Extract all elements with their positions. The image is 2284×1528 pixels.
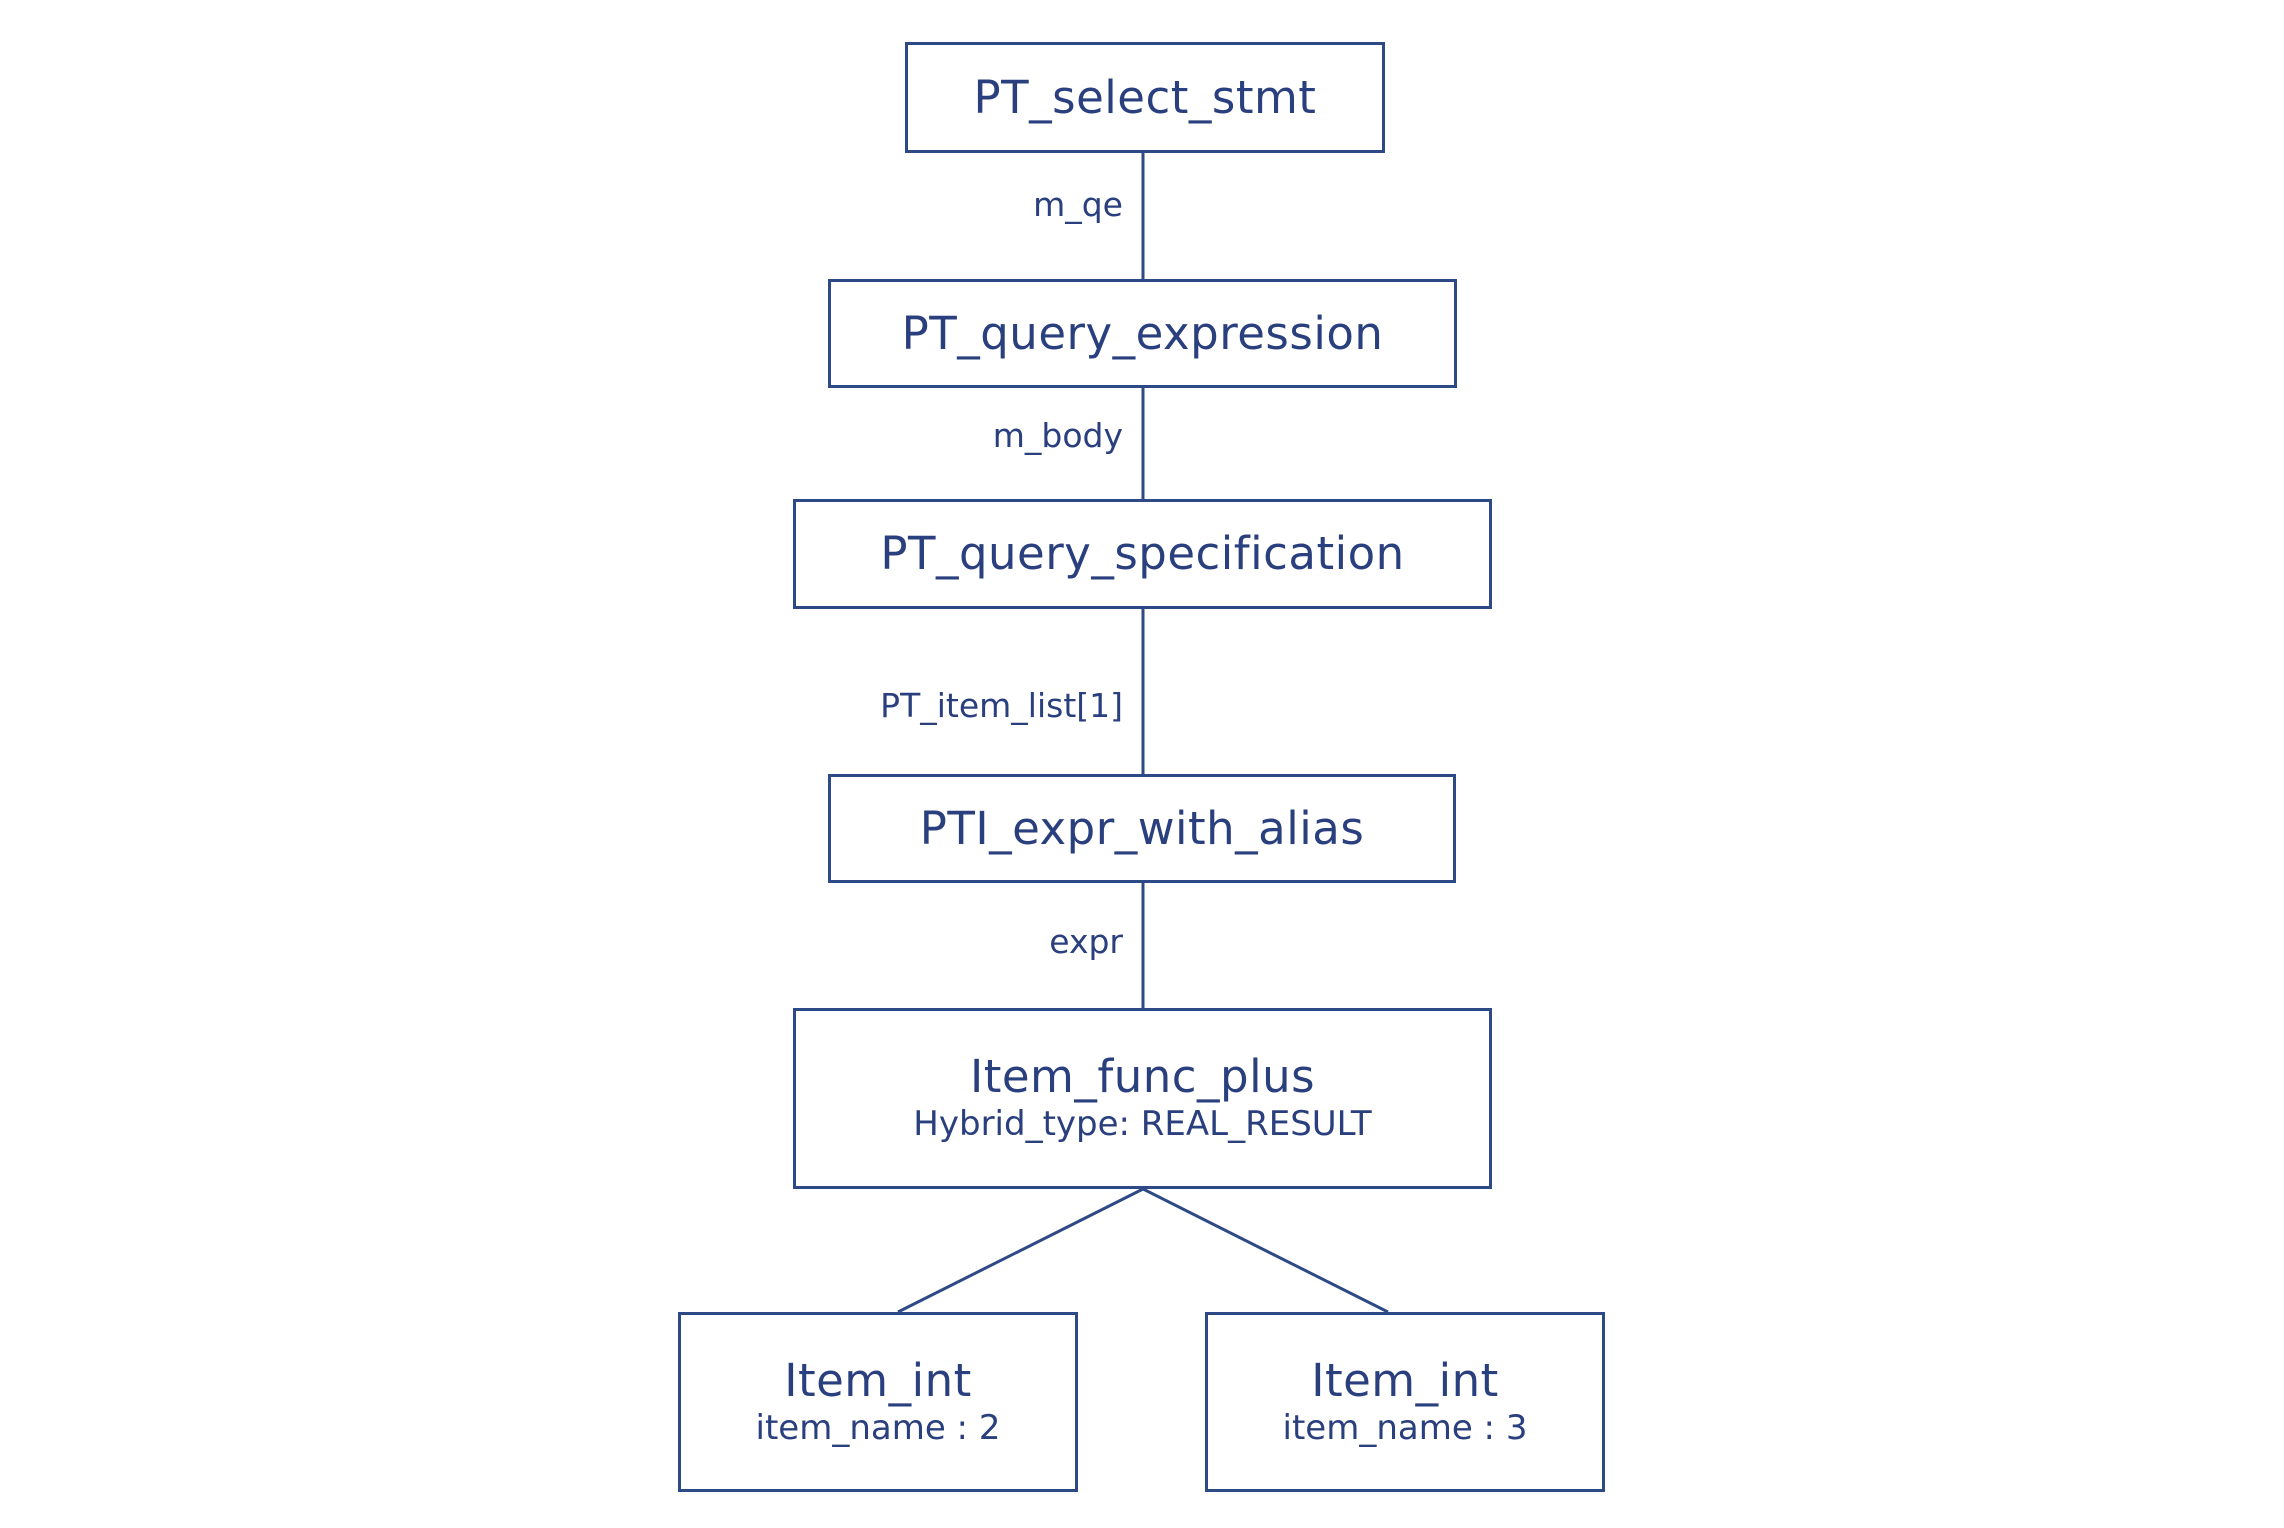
node-title: PTI_expr_with_alias	[919, 801, 1365, 855]
node-pt-select-stmt[interactable]: PT_select_stmt	[905, 42, 1385, 153]
node-title: Item_int	[784, 1353, 972, 1407]
edge-label-pt-item-list: PT_item_list[1]	[880, 686, 1123, 725]
edge-label-m-body: m_body	[992, 416, 1123, 455]
node-subtitle: item_name : 2	[755, 1407, 1001, 1448]
node-subtitle: Hybrid_type: REAL_RESULT	[913, 1104, 1372, 1145]
node-pt-query-specification[interactable]: PT_query_specification	[793, 499, 1492, 609]
node-pti-expr-with-alias[interactable]: PTI_expr_with_alias	[828, 774, 1456, 883]
edge-label-expr: expr	[1049, 922, 1123, 961]
node-title: PT_query_specification	[880, 527, 1405, 581]
node-item-func-plus[interactable]: Item_func_plus Hybrid_type: REAL_RESULT	[793, 1008, 1492, 1189]
node-pt-query-expression[interactable]: PT_query_expression	[828, 279, 1457, 388]
node-item-int-left[interactable]: Item_int item_name : 2	[678, 1312, 1078, 1492]
node-title: PT_select_stmt	[973, 70, 1317, 124]
node-item-int-right[interactable]: Item_int item_name : 3	[1205, 1312, 1605, 1492]
node-title: PT_query_expression	[901, 306, 1384, 360]
node-title: Item_int	[1311, 1353, 1499, 1407]
node-subtitle: item_name : 3	[1282, 1407, 1528, 1448]
edge-label-m-qe: m_qe	[1033, 185, 1123, 224]
edge-line-right-child	[1142, 1187, 1389, 1314]
node-title: Item_func_plus	[969, 1050, 1316, 1104]
edge-line-left-child	[897, 1187, 1144, 1314]
